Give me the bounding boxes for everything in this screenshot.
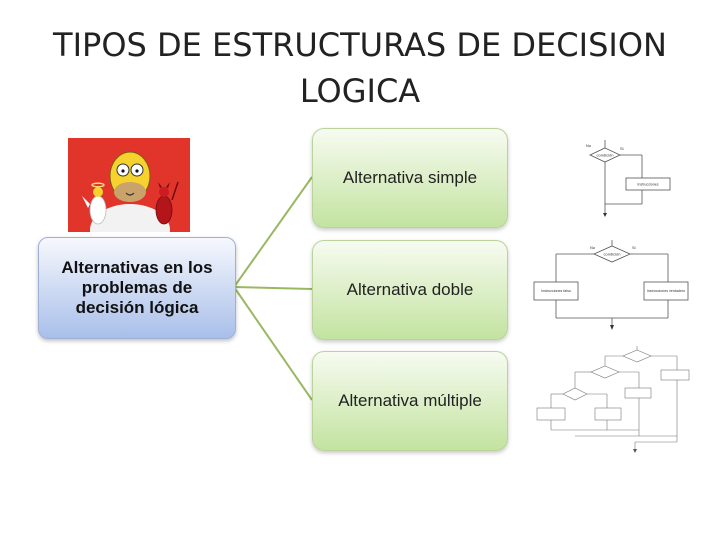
slide-title-line-2: LOGICA [299,72,421,110]
flow-doble-condition: condición [604,252,621,257]
branch-alternativa-simple: Alternativa simple [312,128,508,228]
root-node: Alternativas en los problemas de decisió… [38,237,236,339]
flow-simple-condition: condición [597,153,614,158]
branch-alternativa-doble: Alternativa doble [312,240,508,340]
branch-label: Alternativa múltiple [338,391,482,410]
flow-simple-si: Si [620,146,624,151]
homer-simpson-angel-devil-image [68,138,190,232]
flow-simple-no: No [586,143,592,148]
flowchart-multiple [536,346,690,453]
flowchart-simple: No Si condición Instrucciones [586,140,671,217]
branch-label: Alternativa simple [342,168,478,187]
connector-to-multiple [233,286,313,401]
slide-title: TIPOS DE ESTRUCTURAS DE DECISION LOGICA [0,22,720,114]
connector-to-doble [233,286,313,290]
slide-title-line-1: TIPOS DE ESTRUCTURAS DE DECISION [53,26,667,64]
flow-doble-false-box: Instrucciones falso [541,289,571,293]
flowchart-doble: No Si condición Instrucciones falso Inst… [533,240,689,330]
flow-doble-si: Si [632,245,636,250]
flow-doble-true-box: Instrucciones verdadero [647,289,685,293]
homer-picture-icon [68,138,190,232]
root-node-label: Alternativas en los problemas de decisió… [61,258,213,317]
branch-label: Alternativa doble [346,280,474,299]
connector-to-simple [233,176,313,288]
branch-alternativa-multiple: Alternativa múltiple [312,351,508,451]
flow-doble-no: No [590,245,596,250]
flow-simple-instructions: Instrucciones [637,183,658,187]
